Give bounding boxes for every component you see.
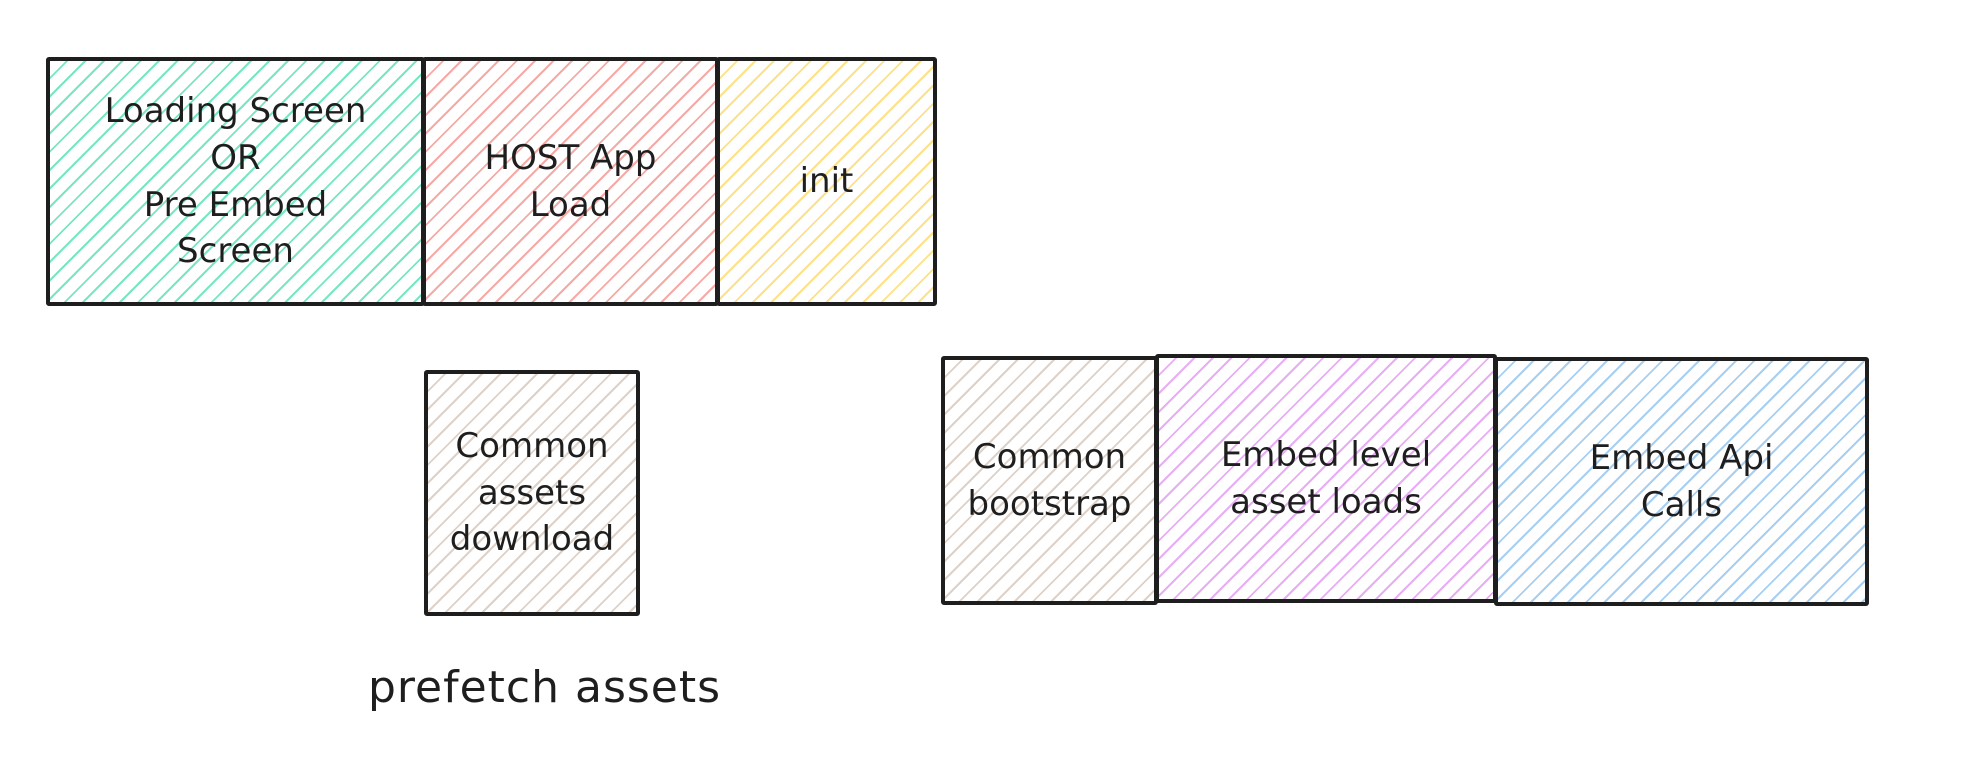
shape-common-assets-download[interactable]: Common assets download bbox=[424, 370, 640, 616]
shape-host-app-load-label: HOST App Load bbox=[484, 137, 657, 225]
shape-embed-level-asset-loads[interactable]: Embed level asset loads bbox=[1155, 354, 1497, 603]
shape-init[interactable]: init bbox=[716, 57, 937, 306]
prefetch-assets-caption[interactable]: prefetch assets bbox=[368, 662, 722, 713]
shape-init-label: init bbox=[799, 161, 854, 202]
shape-host-app-load[interactable]: HOST App Load bbox=[422, 57, 719, 306]
shape-common-bootstrap-label: Common bootstrap bbox=[967, 436, 1132, 524]
shape-embed-api-calls[interactable]: Embed Api Calls bbox=[1494, 357, 1869, 606]
shape-common-bootstrap[interactable]: Common bootstrap bbox=[941, 356, 1158, 605]
shape-embed-level-asset-loads-label: Embed level asset loads bbox=[1220, 434, 1432, 522]
shape-loading-screen[interactable]: Loading Screen OR Pre Embed Screen bbox=[46, 57, 425, 306]
shape-common-assets-download-label: Common assets download bbox=[449, 425, 615, 560]
shape-loading-screen-label: Loading Screen OR Pre Embed Screen bbox=[104, 90, 367, 272]
shape-embed-api-calls-label: Embed Api Calls bbox=[1589, 437, 1774, 525]
